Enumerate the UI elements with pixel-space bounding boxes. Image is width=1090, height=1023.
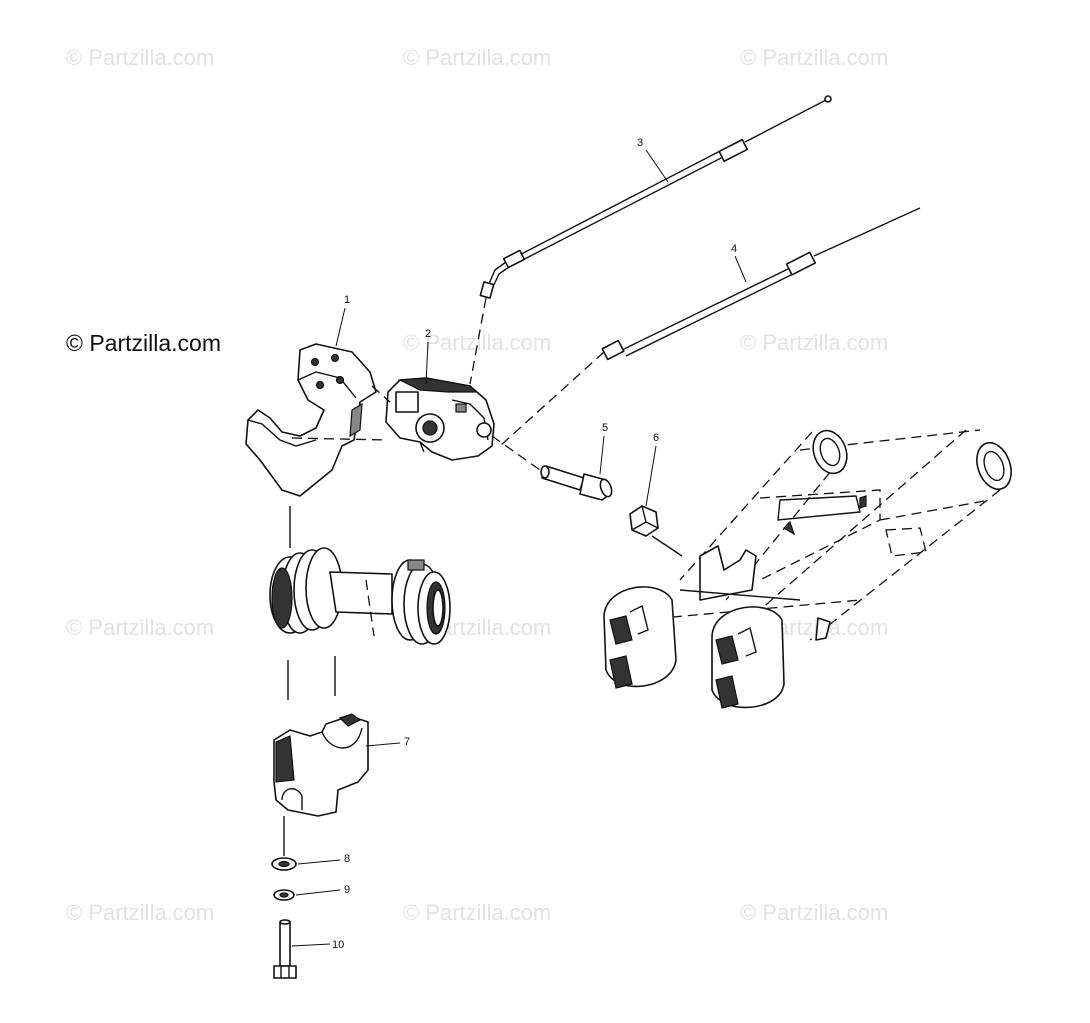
lower-bracket[interactable] bbox=[273, 713, 369, 817]
leader-line bbox=[645, 149, 669, 183]
leader-line bbox=[365, 742, 401, 747]
callout-9: 9 bbox=[344, 884, 350, 896]
hex-bolt[interactable] bbox=[273, 919, 297, 979]
washer-small[interactable] bbox=[273, 889, 295, 901]
assembly-line bbox=[491, 435, 541, 471]
assembly-line bbox=[651, 535, 683, 557]
watermark: © Partzilla.com bbox=[740, 330, 889, 355]
assembly-line bbox=[371, 385, 391, 403]
callout-4: 4 bbox=[731, 243, 737, 255]
callout-1: 1 bbox=[344, 294, 350, 306]
assembly-line bbox=[365, 579, 375, 637]
brand-label: © Partzilla.com bbox=[66, 330, 221, 356]
brake-caliper[interactable] bbox=[385, 377, 495, 461]
watermark: © Partzilla.com bbox=[66, 900, 215, 925]
brake-cable-lower[interactable] bbox=[601, 207, 921, 361]
caliper-bracket[interactable] bbox=[245, 343, 377, 497]
caliper-pin[interactable] bbox=[540, 465, 614, 501]
watermark: © Partzilla.com bbox=[740, 45, 889, 70]
leader-line bbox=[425, 341, 429, 385]
callout-8: 8 bbox=[344, 853, 350, 865]
callout-5: 5 bbox=[602, 422, 608, 434]
watermark: © Partzilla.com bbox=[403, 900, 552, 925]
leader-line bbox=[291, 943, 331, 947]
callout-6: 6 bbox=[653, 432, 659, 444]
leader-line bbox=[295, 889, 341, 896]
callout-7: 7 bbox=[404, 736, 410, 748]
brake-cable-upper[interactable] bbox=[479, 95, 832, 299]
leader-line bbox=[297, 859, 341, 865]
watermark: © Partzilla.com bbox=[66, 615, 215, 640]
eccentric-hub[interactable] bbox=[269, 547, 451, 645]
leader-line bbox=[599, 435, 605, 475]
leader-line bbox=[335, 307, 346, 347]
callout-10: 10 bbox=[332, 939, 344, 951]
leader-line bbox=[645, 445, 657, 507]
leader-line bbox=[734, 255, 747, 283]
assembly-line bbox=[499, 351, 605, 447]
callout-2: 2 bbox=[425, 328, 431, 340]
hex-nut[interactable] bbox=[629, 505, 659, 537]
assembly-line bbox=[469, 297, 487, 385]
callout-3: 3 bbox=[637, 137, 643, 149]
swing-arm[interactable] bbox=[639, 426, 1017, 641]
watermark: © Partzilla.com bbox=[403, 45, 552, 70]
clamp-ring-left[interactable] bbox=[603, 586, 677, 689]
clamp-ring-right[interactable] bbox=[711, 606, 785, 709]
assembly-line bbox=[291, 437, 389, 441]
watermark: © Partzilla.com bbox=[66, 45, 215, 70]
watermark: © Partzilla.com bbox=[740, 900, 889, 925]
washer-large[interactable] bbox=[271, 857, 297, 871]
